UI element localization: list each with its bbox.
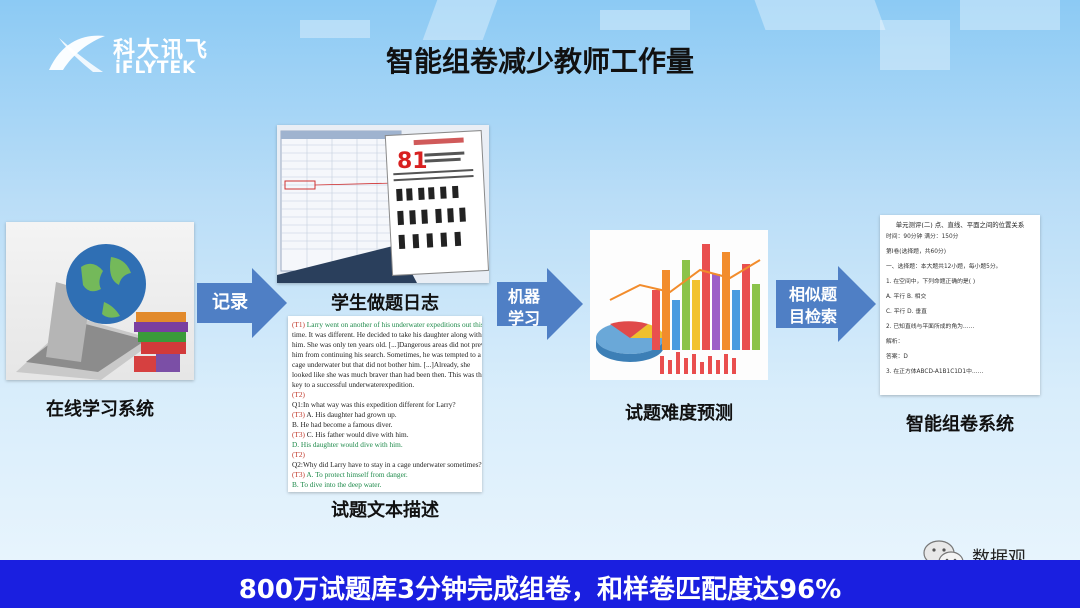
question-text-span: Larry went on another of his underwater … — [306, 320, 482, 329]
exam-paper-line: 第Ⅰ卷(选择题，共60分) — [886, 249, 946, 255]
iflytek-logo: 科大讯飞 iFLYTEK — [45, 30, 225, 80]
exam-paper-line: 一、选择题：本大题共12小题，每小题5分。 — [886, 264, 1002, 270]
exam-paper-line: 时间：90分钟 满分：150分 — [886, 234, 959, 240]
iflytek-logo-icon — [49, 35, 105, 72]
exam-paper-line: C. 平行 D. 垂直 — [886, 309, 927, 315]
machine-learning-arrow — [497, 268, 583, 340]
bottom-banner: 800万试题库3分钟完成组卷，和样卷匹配度达96% — [0, 560, 1080, 608]
question-text-lines: (T1) Larry went on another of his underw… — [292, 320, 482, 492]
similar-search-arrow-label-2: 目检索 — [788, 307, 837, 326]
question-text-line: time. It was different. He decided to ta… — [292, 330, 482, 340]
question-tag: (T3) — [292, 410, 307, 419]
exam-paper-image: 单元测评(二) 点、直线、平面之间的位置关系 时间：90分钟 满分：150分第Ⅰ… — [880, 215, 1040, 395]
question-text-label: 试题文本描述 — [331, 500, 439, 521]
logo-cn-text: 科大讯飞 — [113, 38, 210, 63]
question-text-span: looked like she was much braver than had… — [292, 370, 482, 379]
difficulty-label: 试题难度预测 — [625, 403, 733, 424]
question-text-line: D. His daughter would dive with him. — [292, 440, 478, 450]
machine-learning-arrow-label-2: 学习 — [507, 309, 540, 328]
question-text-span: Q1:In what way was this expedition diffe… — [292, 400, 456, 409]
exam-paper-title: 单元测评(二) 点、直线、平面之间的位置关系 — [895, 221, 1025, 229]
similar-search-arrow — [776, 266, 876, 342]
question-text-line: cage underwater but that did not bother … — [292, 360, 478, 370]
question-text-span: Q2:Why did Larry have to stay in a cage … — [292, 460, 482, 469]
question-text-image: (T1) Larry went on another of his underw… — [288, 316, 482, 492]
question-text-span: D. His daughter would dive with him. — [292, 440, 403, 449]
question-text-line: looked like she was much braver than had… — [292, 370, 482, 380]
question-tag: (T2) — [292, 390, 305, 399]
question-text-span: B. He had become a famous diver. — [292, 420, 393, 429]
assembly-system-label: 智能组卷系统 — [906, 414, 1014, 435]
question-text-line: him from continuing his search. Sometime… — [292, 350, 481, 360]
question-text-line: (T2) — [292, 450, 478, 460]
question-text-line: Q2:Why did Larry have to stay in a cage … — [292, 460, 482, 470]
question-text-line: (T3) C. His father would dive with him. — [292, 430, 478, 440]
question-text-line: B. He had become a famous diver. — [292, 420, 478, 430]
similar-search-arrow-label-1: 相似题 — [788, 285, 837, 304]
slide-title: 智能组卷减少教师工作量 — [385, 45, 694, 78]
question-tag: (T2) — [292, 450, 305, 459]
question-text-span: key to a successful underwaterexpedition… — [292, 380, 415, 389]
question-text-line: him. She was only ten years old. [...]Da… — [292, 340, 482, 350]
exam-paper-line: 3. 在正方体ABCD-A1B1C1D1中…… — [886, 369, 984, 375]
question-tag: (T3) — [292, 470, 307, 479]
question-text-span: A. His daughter had grown up. — [306, 410, 397, 419]
question-text-line: key to a successful underwaterexpedition… — [292, 380, 478, 390]
question-text-span: B. To dive into the deep water. — [292, 480, 382, 489]
online-learning-label: 在线学习系统 — [46, 399, 154, 420]
question-text-line: (T2) — [292, 390, 478, 400]
record-arrow — [197, 268, 287, 338]
question-text-line: (T1) Larry went on another of his underw… — [292, 320, 482, 330]
question-text-line: B. To dive into the deep water. — [292, 480, 478, 490]
student-log-label: 学生做题日志 — [331, 293, 439, 314]
exam-paper-line: 2. 已知直线与平面所成的角为…… — [886, 324, 975, 330]
question-text-line: (T3) A. To protect himself from danger. — [292, 470, 478, 480]
logo-en-text: iFLYTEK — [115, 58, 197, 78]
exam-paper-line: 1. 在空间中，下列命题正确的是( ) — [886, 279, 976, 285]
question-text-line: (T3) A. His daughter had grown up. — [292, 410, 478, 420]
question-text-line: (T3) C. To admire the underwater view. — [292, 490, 478, 492]
bottom-banner-text: 800万试题库3分钟完成组卷，和样卷匹配度达96% — [238, 575, 842, 605]
difficulty-chart-image — [590, 230, 768, 380]
question-text-span: time. It was different. He decided to ta… — [292, 330, 482, 339]
online-learning-image — [6, 222, 194, 380]
machine-learning-arrow-label-1: 机器 — [507, 287, 540, 306]
record-arrow-label: 记录 — [212, 292, 248, 313]
question-tag: (T1) — [292, 320, 307, 329]
question-text-span: him from continuing his search. Sometime… — [292, 350, 481, 359]
student-log-image: 81 — [277, 125, 489, 283]
question-text-span: C. His father would dive with him. — [306, 430, 409, 439]
log-score: 81 — [397, 149, 428, 174]
question-text-line: Q1:In what way was this expedition diffe… — [292, 400, 478, 410]
exam-paper-line: 答案：D — [886, 354, 908, 360]
exam-paper-lines: 时间：90分钟 满分：150分第Ⅰ卷(选择题，共60分) 一、选择题：本大题共12… — [886, 230, 1034, 380]
question-text-span: him. She was only ten years old. [...]Da… — [292, 340, 482, 349]
exam-paper-line: A. 平行 B. 相交 — [886, 294, 927, 300]
exam-paper-line: 解析： — [886, 339, 904, 345]
question-text-span: C. To admire the underwater view. — [307, 490, 408, 492]
question-tag: (T3) — [292, 430, 307, 439]
question-tag: (T3) — [292, 490, 307, 492]
question-text-span: cage underwater but that did not bother … — [292, 360, 471, 369]
question-text-span: A. To protect himself from danger. — [306, 470, 408, 479]
